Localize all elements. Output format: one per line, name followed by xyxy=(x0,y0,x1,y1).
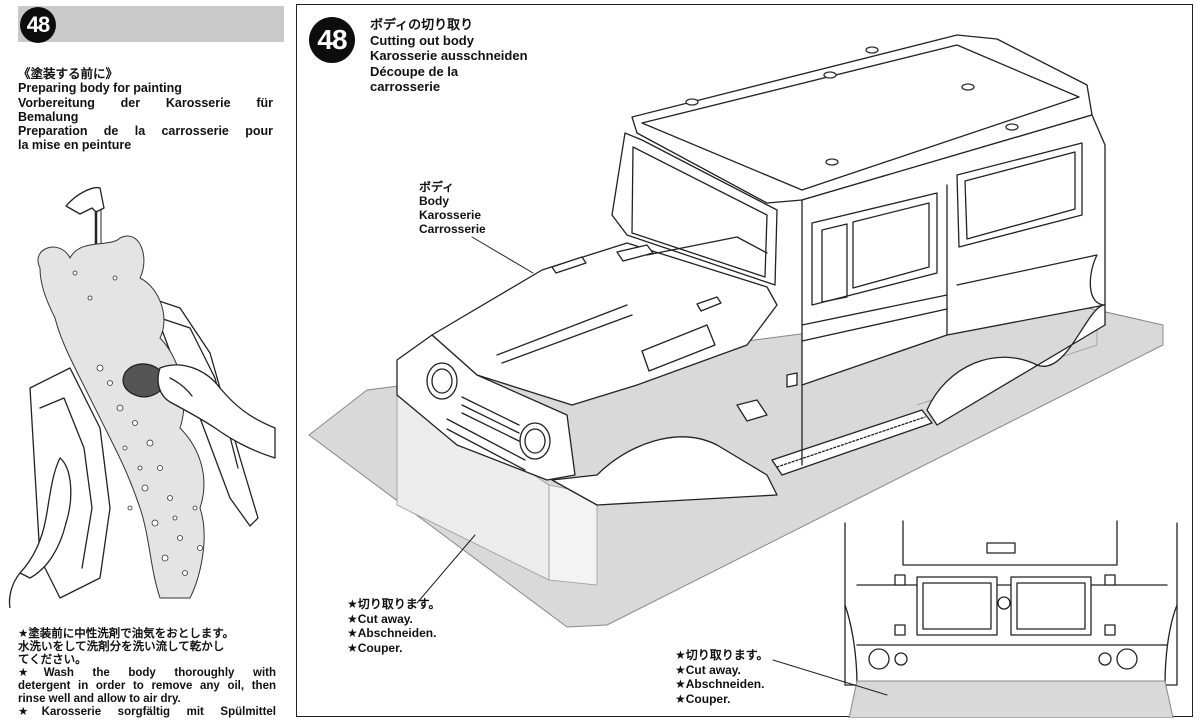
cut-away-note-main: ★切り取ります。 ★Cut away. ★Abschneiden. ★Coupe… xyxy=(347,597,441,655)
wash-note-de-1: ★Karosserie sorgfältig mit Spülmittel xyxy=(18,706,276,718)
step-number-badge: 48 xyxy=(20,7,56,43)
body-label-fr: Carrosserie xyxy=(419,222,486,236)
step-number-badge-main: 48 xyxy=(309,17,355,63)
cut-note-main-fr: ★Couper. xyxy=(347,640,403,655)
prep-heading-de-1: Vorbereitung der Karosserie für xyxy=(18,95,273,110)
wash-note: ★塗装前に中性洗剤で油気をおとします。 水洗いをして洗剤分を洗い流して乾かし て… xyxy=(18,628,276,719)
cut-note-main-en: ★Cut away. xyxy=(347,611,413,626)
wash-note-jp-2: 水洗いをして洗剤分を洗い流して乾かし xyxy=(18,641,225,653)
body-part-label: ボディ Body Karosserie Carrosserie xyxy=(419,180,486,236)
body-shell-drawing xyxy=(308,34,1178,718)
windshield xyxy=(611,132,778,286)
cut-leader-line-rear xyxy=(772,659,888,696)
prep-heading-jp: 《塗装する前に》 xyxy=(18,67,119,81)
step-header-bar xyxy=(18,6,284,42)
body-label-en: Body xyxy=(419,194,449,208)
wash-note-en-2: detergent in order to remove any oil, th… xyxy=(18,680,276,692)
step-title: ボディの切り取り Cutting out body Karosserie aus… xyxy=(370,17,528,95)
door-window xyxy=(811,192,938,306)
prep-heading-de-2: Bemalung xyxy=(18,109,79,124)
rear-view-inset xyxy=(844,520,1178,718)
hood-panel xyxy=(431,242,778,406)
wash-note-jp-3: てください。 xyxy=(18,654,87,666)
prep-heading-en: Preparing body for painting xyxy=(18,81,182,96)
cut-note-main-jp: ★切り取ります。 xyxy=(347,597,441,611)
cutting-step-panel: 48 ボディの切り取り Cutting out body Karosserie … xyxy=(296,4,1193,718)
step-title-jp: ボディの切り取り xyxy=(370,17,474,32)
body-leader-line xyxy=(471,236,534,274)
step-title-fr-2: carrosserie xyxy=(370,79,441,94)
wash-note-jp-1: ★塗装前に中性洗剤で油気をおとします。 xyxy=(18,628,235,640)
cut-note-rear-en: ★Cut away. xyxy=(675,662,741,677)
cut-away-note-rear: ★切り取ります。 ★Cut away. ★Abschneiden. ★Coupe… xyxy=(675,648,769,706)
cut-leader-line-main xyxy=(416,534,476,604)
headlight-right xyxy=(519,422,551,460)
cut-note-main-de: ★Abschneiden. xyxy=(347,626,437,640)
wash-note-en-3: rinse well and allow to air dry. xyxy=(18,693,181,705)
step-title-fr-1: Découpe de la xyxy=(370,63,459,79)
headlight-left xyxy=(426,362,458,400)
wash-note-en-1: ★Wash the body thoroughly with xyxy=(18,667,276,679)
step-title-en: Cutting out body xyxy=(370,32,474,48)
cut-note-rear-jp: ★切り取ります。 xyxy=(675,648,769,662)
rear-side-window xyxy=(956,142,1083,248)
prep-column: 48 《塗装する前に》 Preparing body for painting … xyxy=(0,0,290,727)
rear-cut-away-area xyxy=(848,680,1174,718)
step-title-de: Karosserie ausschneiden xyxy=(370,48,528,63)
cut-note-rear-fr: ★Couper. xyxy=(675,691,731,706)
prep-heading-fr-1: Preparation de la carrosserie pour xyxy=(18,124,273,139)
cut-note-rear-de: ★Abschneiden. xyxy=(675,677,765,691)
body-label-de: Karosserie xyxy=(419,208,482,222)
prep-heading: 《塗装する前に》 Preparing body for painting Vor… xyxy=(18,67,273,153)
washing-body-illustration xyxy=(8,186,276,608)
body-label-jp: ボディ xyxy=(419,180,455,194)
running-board xyxy=(771,409,933,476)
prep-heading-fr-2: la mise en peinture xyxy=(18,138,132,153)
